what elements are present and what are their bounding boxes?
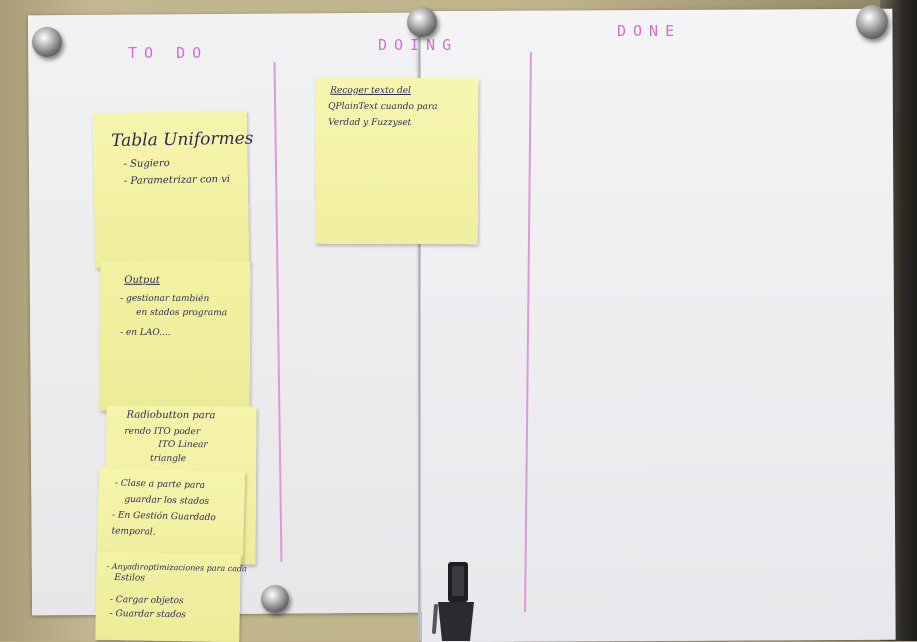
- magnet-icon: [32, 27, 62, 57]
- note-line: Estilos: [114, 573, 146, 584]
- note-title: Radiobutton para: [126, 409, 216, 422]
- note-line: - en LAO....: [119, 327, 171, 338]
- paper-seam: [418, 18, 421, 641]
- magnet-icon: [261, 585, 289, 613]
- sticky-note-tabla-uniformes[interactable]: Tabla Uniformes - Sugiero - Parametrizar…: [92, 110, 254, 269]
- note-line: QPlainText cuando para: [328, 101, 438, 113]
- note-line: temporal.: [111, 526, 156, 538]
- binder-clip-icon: [432, 562, 474, 641]
- magnet-icon: [407, 7, 437, 37]
- note-line: - Cargar objetos: [109, 594, 184, 607]
- note-line: - Sugiero: [123, 158, 170, 170]
- magnet-icon: [856, 5, 888, 39]
- note-title: Tabla Uniformes: [110, 128, 254, 152]
- sticky-note-estilos[interactable]: - Anyadiroptimizaciones para cada Estilo…: [95, 551, 247, 642]
- note-line: - Anyadiroptimizaciones para cada: [106, 561, 247, 574]
- note-line: - Guardar stados: [109, 608, 187, 621]
- sticky-note-clase[interactable]: - Clase a parte para guardar los stados …: [96, 467, 246, 565]
- sticky-note-recoger-texto[interactable]: Recoger texto del QPlainText cuando para…: [315, 77, 479, 245]
- note-line: - Parametrizar con vi: [123, 173, 231, 187]
- note-line: en stados programa: [136, 307, 228, 319]
- note-line: - gestionar también: [120, 293, 210, 305]
- note-line: rendo ITO poder: [124, 426, 201, 438]
- note-line: triangle: [150, 453, 187, 465]
- board-paper-right: [418, 8, 896, 642]
- note-line: Recoger texto del: [330, 85, 411, 97]
- note-line: guardar los stados: [124, 494, 210, 508]
- note-line: ITO Linear: [158, 439, 208, 451]
- note-line: - En Gestión Guardado: [111, 510, 216, 524]
- sticky-note-output[interactable]: Output - gestionar también en stados pro…: [99, 260, 251, 412]
- column-header-doing: DOING: [378, 36, 459, 54]
- column-header-todo: TO DO: [128, 44, 209, 62]
- note-line: - Clase a parte para: [114, 478, 206, 491]
- note-line: Verdad y Fuzzyset: [328, 117, 412, 129]
- note-title: Output: [124, 274, 160, 286]
- column-header-done: DONE: [617, 22, 682, 40]
